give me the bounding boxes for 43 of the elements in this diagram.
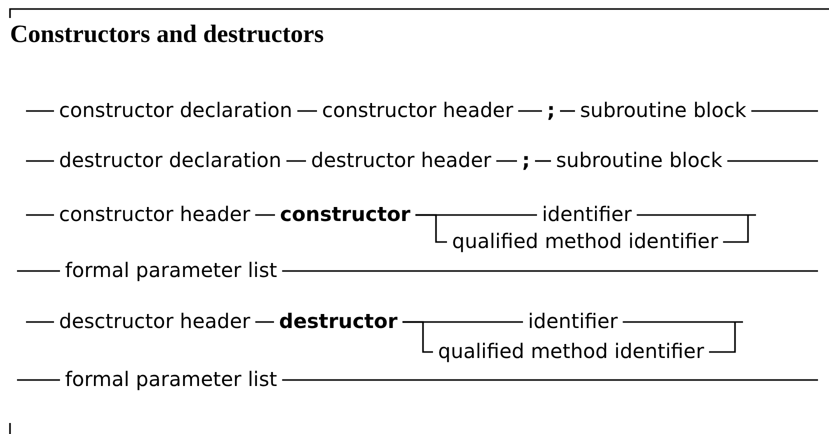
syntax-term: destructor header — [311, 149, 492, 171]
connector-line — [282, 379, 818, 381]
connector-line — [535, 160, 551, 162]
keyword-term: destructor — [279, 310, 398, 332]
syntax-term: constructor header — [59, 203, 250, 225]
connector-line — [496, 160, 517, 162]
connector-line — [622, 321, 743, 323]
syntax-term: qualified method identifier — [438, 340, 704, 362]
terminal-symbol: ; — [547, 99, 555, 121]
syntax-term: identifier — [528, 310, 618, 332]
syntax-term: destructor declaration — [59, 149, 282, 171]
connector-line — [255, 214, 275, 216]
connector-line — [26, 110, 54, 112]
connector-line — [17, 270, 60, 272]
syntax-term: constructor header — [322, 99, 514, 121]
connector-line — [297, 110, 317, 112]
connector-line — [636, 214, 756, 216]
connector-line — [723, 215, 749, 243]
terminal-symbol: ; — [522, 149, 530, 171]
syntax-term: subroutine block — [580, 99, 746, 121]
keyword-term: constructor — [280, 203, 410, 225]
connector-line — [751, 110, 818, 112]
syntax-term: desctructor header — [59, 310, 250, 332]
syntax-term: identifier — [542, 203, 632, 225]
syntax-term: formal parameter list — [65, 259, 278, 281]
connector-line — [255, 321, 274, 323]
diagram-title: Constructors and destructors — [10, 20, 324, 50]
connector-line — [26, 214, 54, 216]
syntax-term: formal parameter list — [65, 368, 278, 390]
connector-line — [518, 110, 542, 112]
connector-line — [26, 160, 54, 162]
syntax-term: constructor declaration — [59, 99, 292, 121]
connector-line — [727, 160, 818, 162]
syntax-term: qualified method identifier — [452, 230, 718, 252]
connector-line — [17, 379, 60, 381]
connector-line — [282, 270, 818, 272]
connector-line — [286, 160, 306, 162]
connector-line — [709, 322, 736, 353]
syntax-term: subroutine block — [556, 149, 722, 171]
connector-line — [26, 321, 54, 323]
connector-line — [415, 214, 447, 243]
connector-line — [560, 110, 575, 112]
connector-line — [402, 321, 433, 353]
